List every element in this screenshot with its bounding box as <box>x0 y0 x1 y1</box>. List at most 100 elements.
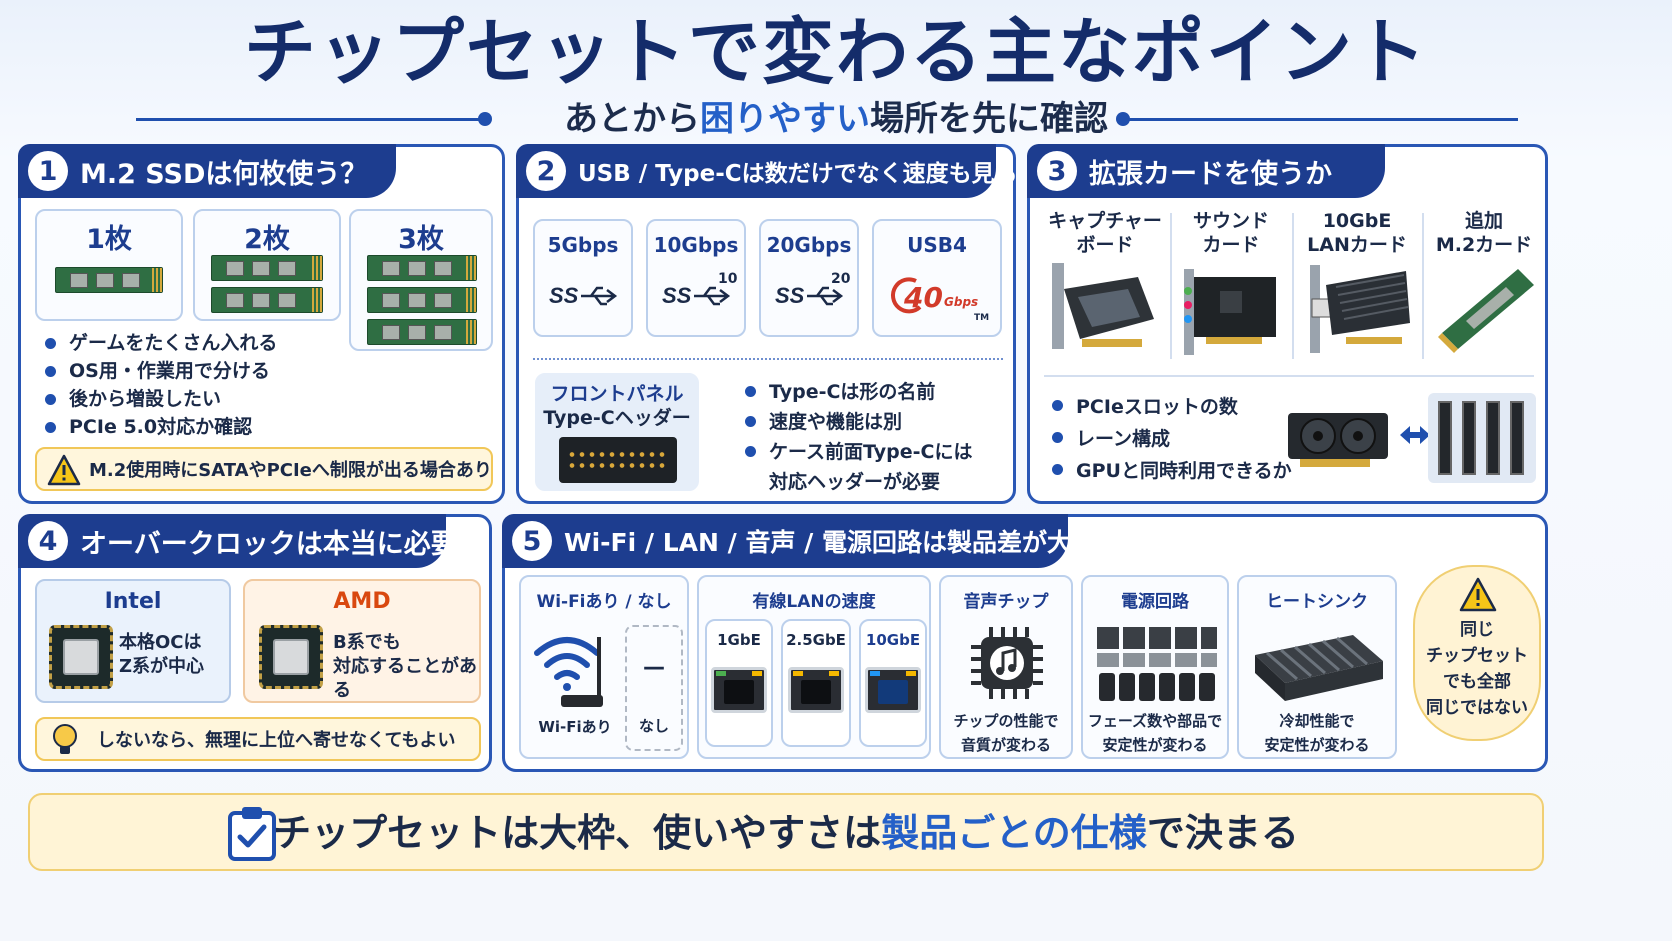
divider <box>1044 375 1534 377</box>
panel-number: 3 <box>1037 151 1077 191</box>
card-label-capture: キャプチャーボード <box>1038 209 1172 257</box>
logo-sup: 10 <box>718 271 738 287</box>
audio-title: 音声チップ <box>963 592 1049 612</box>
heatsink-box: ヒートシンク 冷却性能で安定性が変わる <box>1237 575 1397 759</box>
card-label-line: M.2カード <box>1435 234 1533 256</box>
lan-speed: 10GbE <box>865 631 921 649</box>
summary-highlight: 製品ごとの仕様 <box>881 811 1147 855</box>
intel-card: Intel 本格OCは Z系が中心 <box>35 579 231 703</box>
panel-number: 4 <box>28 521 68 561</box>
power-desc: フェーズ数や部品で安定性が変わる <box>1083 709 1227 757</box>
note-text: 同じ チップセット でも全部 同じではない <box>1415 617 1539 721</box>
subtitle-dot-left <box>478 112 492 126</box>
usb-speed-10gbps: 10Gbps SS 10 <box>646 219 746 337</box>
typec-bullets: Type-Cは形の名前 速度や機能は別 ケース前面Type-Cには 対応ヘッダー… <box>743 377 972 497</box>
panel-number: 5 <box>512 521 552 561</box>
summary-text: チップセットは大枠、使いやすさは製品ごとの仕様で決まる <box>30 795 1542 871</box>
usb-ss-icon: SS <box>775 283 844 308</box>
svg-text:SS: SS <box>775 283 805 308</box>
warning-icon <box>47 454 81 486</box>
panel-title-text: Wi-Fi / LAN / 音声 / 電源回路は製品差が大きい <box>564 528 1122 557</box>
amd-label: AMD <box>333 589 391 614</box>
lightbulb-icon <box>53 724 77 754</box>
cpu-chip-icon <box>259 625 323 689</box>
desc-line: Z系が中心 <box>119 656 205 677</box>
wifi-title: Wi-Fiあり / なし <box>536 592 672 612</box>
bullet: レーン構成 <box>1050 423 1292 455</box>
vrm-components-icon <box>1097 627 1217 701</box>
divider <box>1292 213 1294 359</box>
speed-label: 5Gbps <box>547 233 619 257</box>
bullet: PCIe 5.0対応か確認 <box>43 413 277 441</box>
ssd-icon <box>367 319 477 345</box>
typec-header-icon <box>559 437 677 483</box>
wifi-icon <box>534 637 603 707</box>
note-line: 同じ <box>1460 620 1494 640</box>
card-label-line: カード <box>1202 234 1260 256</box>
desc-line: B系でも <box>333 632 401 653</box>
bullet: OS用・作業用で分ける <box>43 357 277 385</box>
intel-label: Intel <box>104 589 162 614</box>
cpu-chip-icon <box>49 625 113 689</box>
sound-card-icon <box>1184 269 1276 355</box>
trademark: TM <box>974 313 990 323</box>
usb4-logo-number: 40 <box>904 281 943 314</box>
panel-title: 4 オーバークロックは本当に必要？ <box>18 514 485 568</box>
lan-port-10gbe: 10GbE <box>859 619 927 747</box>
card-label-line: 10GbE <box>1322 210 1392 232</box>
amd-card: AMD B系でも対応することがある <box>243 579 481 703</box>
power-circuit-box: 電源回路 フェーズ数や部品で安定性が変わる <box>1081 575 1229 759</box>
wifi-no-label: なし <box>638 717 669 735</box>
desc-line: 音質が変わる <box>960 736 1051 754</box>
capture-board-icon <box>1052 263 1154 349</box>
note-line: チップセット <box>1426 646 1528 666</box>
ssd-icon <box>367 255 477 281</box>
header-label: Type-Cヘッダー <box>543 407 691 429</box>
rj45-port-icon <box>788 667 844 713</box>
lan-card-icon <box>1310 265 1410 353</box>
card-label-line: 追加 <box>1464 210 1503 232</box>
count-label: 3枚 <box>398 224 444 255</box>
panel-title-text: USB / Type-Cは数だけでなく速度も見る <box>578 161 1018 187</box>
svg-text:SS: SS <box>549 283 579 308</box>
desc-line: 冷却性能で <box>1279 712 1355 730</box>
bullet: 後から増設したい <box>43 385 277 413</box>
page-subtitle: あとから困りやすい場所を先に確認 <box>0 96 1672 142</box>
slot-bullets: PCIeスロットの数 レーン構成 GPUと同時利用できるか <box>1050 391 1292 487</box>
summary-banner: チップセットは大枠、使いやすさは製品ごとの仕様で決まる <box>28 793 1544 871</box>
subtitle-highlight: 困りやすい <box>700 99 870 139</box>
panel-title-text: オーバークロックは本当に必要？ <box>80 528 485 560</box>
amd-desc: B系でも対応することがある <box>333 631 479 703</box>
double-arrow-icon <box>1400 426 1430 444</box>
ssd-count-2: 2枚 <box>193 209 341 321</box>
divider <box>1170 213 1172 359</box>
panel-overclock: 4 オーバークロックは本当に必要？ Intel 本格OCは Z系が中心 AMD B系… <box>18 514 492 772</box>
usb-speed-5gbps: 5Gbps SS <box>533 219 633 337</box>
note-line: でも全部 <box>1443 672 1511 692</box>
speed-label: USB4 <box>907 233 967 257</box>
speech-bubble-note: 同じ チップセット でも全部 同じではない <box>1413 565 1541 741</box>
music-chip-icon <box>971 627 1043 699</box>
lan-speed: 2.5GbE <box>786 631 846 649</box>
lan-port-1gbe: 1GbE <box>705 619 773 747</box>
bullet: 速度や機能は別 <box>743 407 972 437</box>
panel-product-differences: 5 Wi-Fi / LAN / 音声 / 電源回路は製品差が大きい Wi-Fiあり… <box>502 514 1548 772</box>
wifi-box: Wi-Fiあり / なし Wi-Fiあり — なし <box>519 575 689 759</box>
summary-pre: チップセットは大枠、使いやすさは <box>273 811 882 855</box>
desc-line: 本格OCは <box>119 632 202 653</box>
front-panel-header: フロントパネル Type-Cヘッダー <box>535 373 699 491</box>
divider <box>1422 213 1424 359</box>
header-label: フロントパネル <box>550 383 684 405</box>
audio-chip-box: 音声チップ チップの性能で音質が変わる <box>939 575 1073 759</box>
panel-title-text: M.2 SSDは何枚使う？ <box>80 158 368 190</box>
desc-line: チップの性能で <box>953 712 1059 730</box>
card-label-sound: サウンドカード <box>1172 209 1290 257</box>
ssd-count-1: 1枚 <box>35 209 183 321</box>
divider <box>533 358 1003 360</box>
usb-speed-usb4: USB4 40 Gbps TM <box>872 219 1002 337</box>
subtitle-row: あとから困りやすい場所を先に確認 <box>0 96 1672 142</box>
